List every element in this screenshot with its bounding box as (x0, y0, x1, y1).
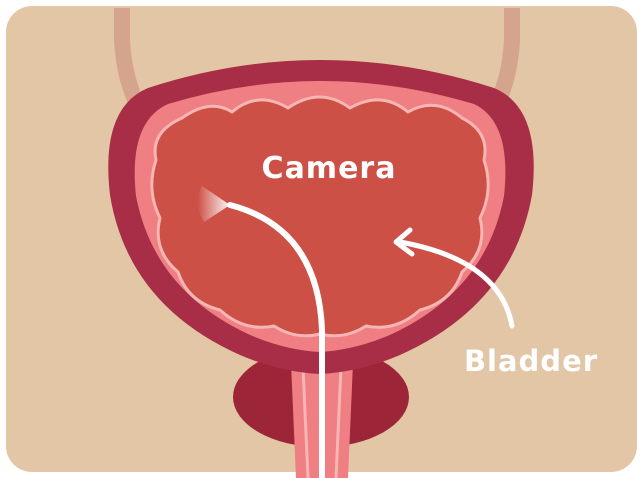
camera-label: Camera (262, 151, 397, 186)
bladder-label: Bladder (464, 344, 598, 378)
